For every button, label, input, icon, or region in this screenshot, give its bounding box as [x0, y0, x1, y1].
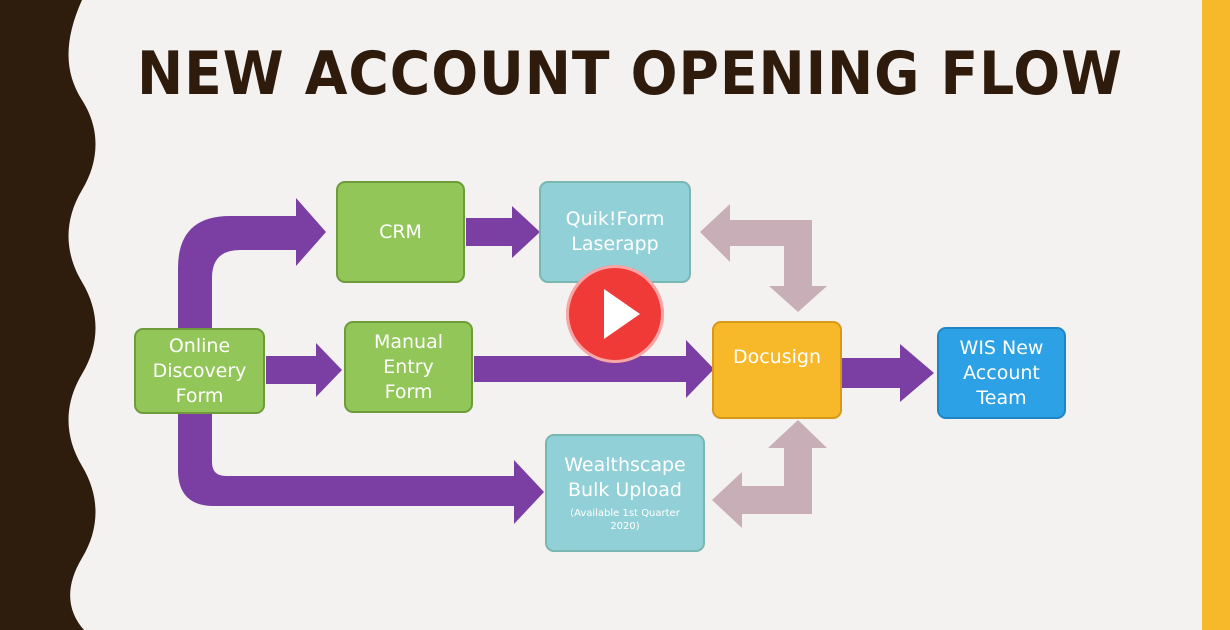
node-label-line: Laserapp	[571, 233, 659, 255]
arrow-online-to-crm	[178, 198, 326, 330]
node-label-line: Manual	[373, 330, 444, 353]
node-label-line: Bulk Upload	[568, 479, 682, 501]
node-availability-note: 2020)	[610, 521, 640, 532]
arrow-online-to-manual	[266, 343, 342, 397]
right-accent-bar	[1202, 0, 1230, 630]
node-wealthscape-bulk-upload: Wealthscape Bulk Upload (Available 1st Q…	[545, 434, 705, 552]
video-play-button[interactable]	[566, 265, 664, 363]
play-icon	[604, 289, 640, 339]
node-label-line: Account	[963, 361, 1040, 384]
node-manual-entry-form: Manual Entry Form	[344, 321, 473, 413]
arrow-online-to-wealthscape	[178, 412, 544, 524]
node-label-line: Entry	[383, 355, 434, 378]
node-label-line: Quik!Form	[565, 208, 665, 230]
arrow-manual-to-docusign	[474, 340, 714, 398]
node-online-discovery-form: Online Discovery Form	[134, 328, 265, 414]
node-docusign: Docusign	[712, 321, 842, 419]
left-wavy-border	[0, 0, 96, 630]
node-label-line: Form	[384, 380, 433, 403]
node-wis-new-account-team: WIS New Account Team	[937, 327, 1066, 419]
arrow-crm-to-quikform	[466, 206, 540, 258]
flow-arrows	[178, 198, 934, 528]
node-label-line: Online	[168, 334, 231, 357]
arrow-docusign-to-wis	[842, 344, 934, 402]
node-label-line: Docusign	[732, 346, 822, 368]
node-label-line: Team	[976, 386, 1027, 409]
node-label-line: CRM	[379, 220, 422, 243]
node-label-line: Form	[175, 384, 224, 407]
node-label-line: WIS New	[959, 336, 1044, 359]
arrow-wealthscape-docusign-loop	[712, 420, 827, 528]
slide-title: NEW ACCOUNT OPENING FLOW	[137, 39, 1123, 109]
arrow-quikform-docusign-loop	[700, 204, 827, 312]
node-crm: CRM	[336, 181, 465, 283]
node-label-line: Wealthscape	[564, 454, 686, 476]
node-label-line: Discovery	[152, 359, 247, 382]
node-availability-note: (Available 1st Quarter	[570, 508, 680, 519]
